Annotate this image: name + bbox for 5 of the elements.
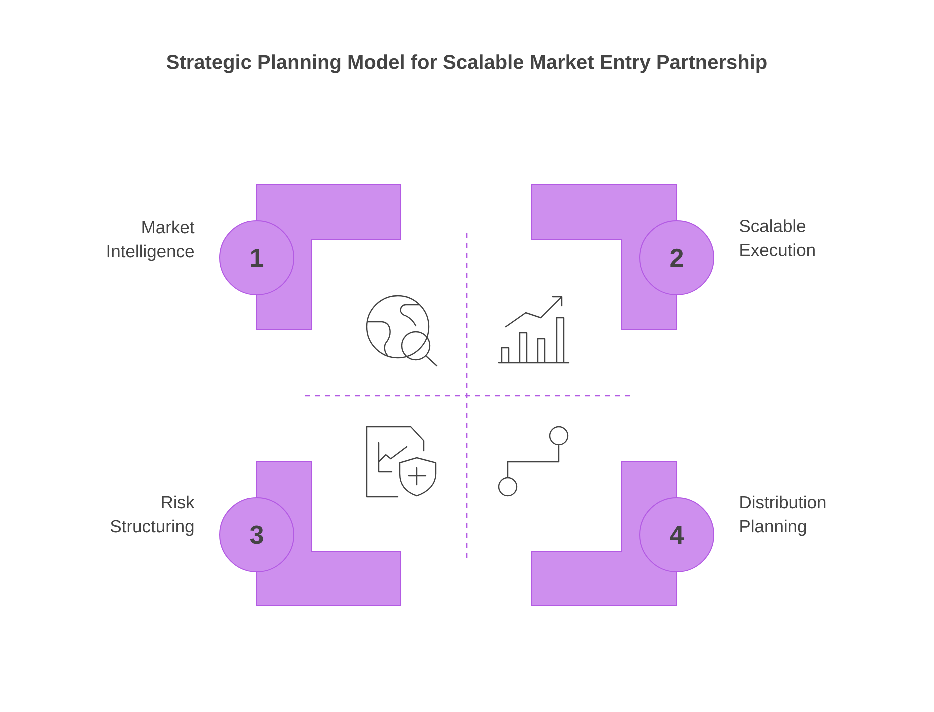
step-label: Market Intelligence <box>108 220 195 262</box>
title: Strategic Planning Model for Scalable Market Entry Partnership <box>166 54 767 74</box>
step-label: Risk Structuring <box>110 496 195 536</box>
step-label: Distribution Planning <box>740 496 826 536</box>
step-label: Scalable Execution <box>740 220 815 256</box>
